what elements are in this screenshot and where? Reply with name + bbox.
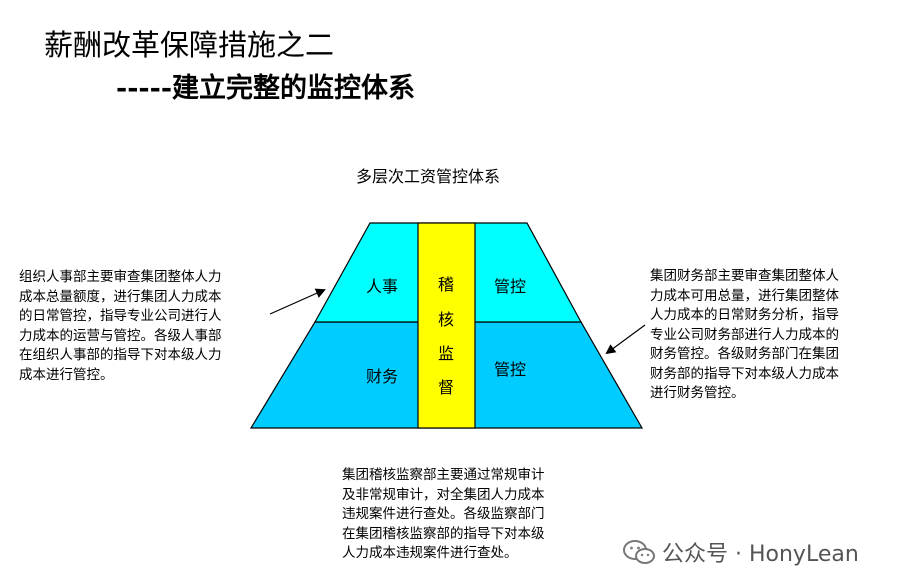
finance-description-line: 力成本可用总量，进行集团整体 bbox=[650, 287, 839, 304]
audit-description: 集团稽核监察部主要通过常规审计 及非常规审计，对全集团人力成本 违规案件进行查处… bbox=[342, 466, 545, 564]
finance-description-line: 财务管控。各级财务部门在集团 bbox=[650, 346, 839, 362]
audit-description-line: 集团稽核监察部主要通过常规审计 bbox=[342, 467, 545, 483]
hr-description-line: 成本总量额度，进行集团人力成本 bbox=[19, 288, 222, 305]
watermark: 公众号 · HonyLean bbox=[622, 536, 859, 568]
cell-top-left: 人事 bbox=[366, 277, 398, 296]
hr-description-line: 组织人事部主要审查集团整体人力 bbox=[19, 269, 222, 285]
finance-description-line: 财务部的指导下对本级人力成本 bbox=[650, 365, 839, 382]
audit-description-line: 违规案件进行查处。各级监察部门 bbox=[342, 506, 545, 522]
hr-description-line: 力成本的运营与管控。各级人事部 bbox=[19, 327, 222, 344]
diagram-heading: 多层次工资管控体系 bbox=[356, 167, 501, 186]
audit-description-line: 在集团稽核监察部的指导下对本级 bbox=[342, 525, 545, 542]
page-title: 薪酬改革保障措施之二 bbox=[44, 28, 335, 62]
wechat-icon bbox=[623, 540, 655, 564]
hr-description-line: 的日常管控，指导专业公司进行人 bbox=[19, 308, 222, 324]
page-subtitle: -----建立完整的监控体系 bbox=[116, 73, 416, 104]
center-column bbox=[417, 222, 476, 429]
left-arrow bbox=[269, 288, 326, 315]
hr-description: 组织人事部主要审查集团整体人力 成本总量额度，进行集团人力成本 的日常管控，指导… bbox=[19, 268, 222, 385]
audit-description-line: 人力成本违规案件进行查处。 bbox=[342, 545, 518, 561]
hr-description-line: 成本进行管控。 bbox=[19, 366, 114, 383]
cell-bottom-left: 财务 bbox=[366, 367, 398, 386]
finance-description: 集团财务部主要审查集团整体人 力成本可用总量，进行集团整体 人力成本的日常财务分… bbox=[650, 267, 839, 404]
watermark-text: 公众号 · HonyLean bbox=[662, 542, 859, 567]
hr-description-line: 在组织人事部的指导下对本级人力 bbox=[19, 347, 222, 363]
audit-description-line: 及非常规审计，对全集团人力成本 bbox=[342, 486, 545, 503]
finance-description-line: 人力成本的日常财务分析，指导 bbox=[650, 307, 839, 323]
center-char-1: 稽 bbox=[438, 275, 454, 294]
cell-bottom-right: 管控 bbox=[494, 360, 526, 379]
cell-top-right: 管控 bbox=[494, 277, 526, 296]
center-char-4: 督 bbox=[438, 378, 454, 397]
finance-description-line: 进行财务管控。 bbox=[650, 385, 745, 401]
finance-description-line: 专业公司财务部进行人力成本的 bbox=[650, 326, 839, 343]
right-arrow bbox=[605, 324, 646, 355]
center-char-3: 监 bbox=[438, 344, 454, 363]
finance-description-line: 集团财务部主要审查集团整体人 bbox=[650, 268, 839, 284]
center-char-2: 核 bbox=[438, 310, 454, 329]
